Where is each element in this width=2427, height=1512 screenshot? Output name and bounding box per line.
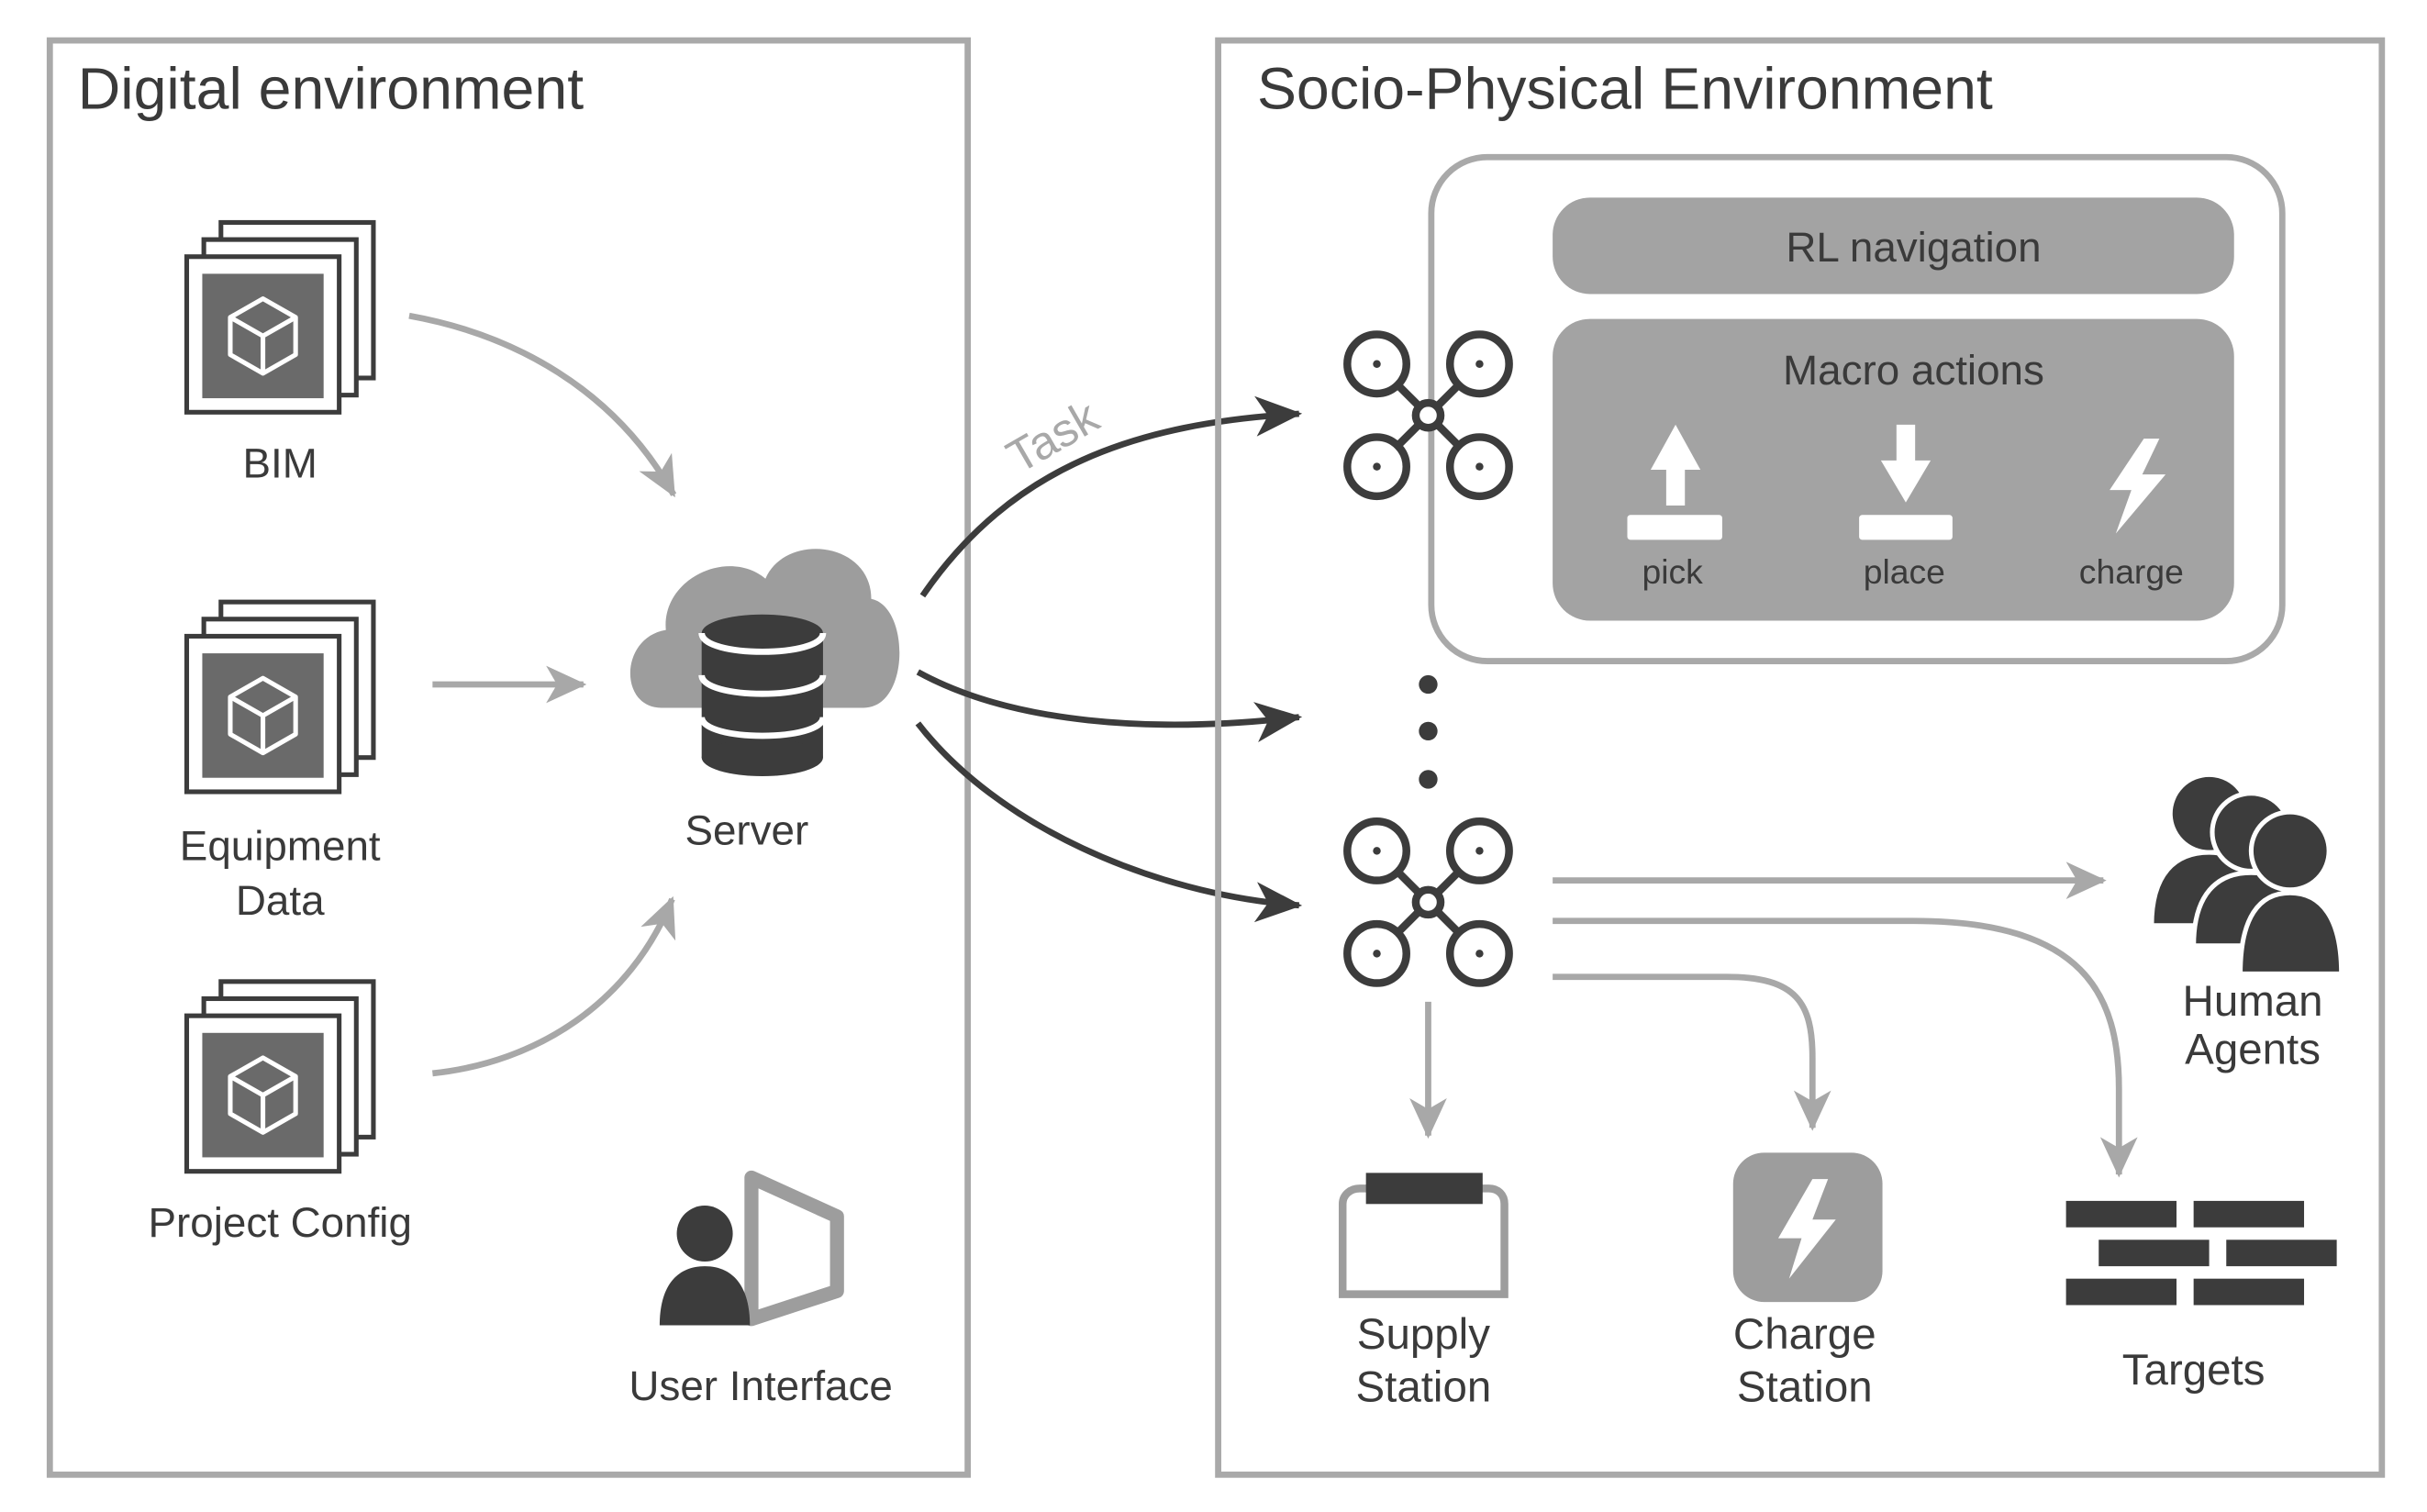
project-config-stack-icon (186, 982, 373, 1172)
drone-to-charge-station-arrow (1553, 973, 1831, 1131)
digital-environment-title: Digital environment (78, 56, 584, 122)
bim-stack-icon (186, 222, 373, 412)
bim-to-server-arrow (408, 312, 677, 498)
config-to-server-arrow (432, 895, 676, 1077)
human-agents-label-line1: Human (2183, 977, 2323, 1026)
charge-station-label-line1: Charge (1733, 1310, 1876, 1359)
place-label: place (1864, 552, 1945, 591)
pick-label: pick (1642, 552, 1704, 591)
targets-label: Targets (2122, 1346, 2266, 1395)
charge-label: charge (2079, 552, 2184, 591)
socio-physical-environment-frame (1215, 37, 2386, 1478)
task-arrow-top (919, 395, 1303, 598)
pick-icon (1627, 424, 1722, 540)
user-interface-label: User Interface (629, 1362, 892, 1409)
drone-to-targets-arrow (1553, 917, 2138, 1178)
macro-actions-title: Macro actions (1783, 347, 2044, 394)
charge-station-label-line2: Station (1737, 1363, 1873, 1412)
user-interface-icon (659, 1170, 844, 1327)
server-label: Server (685, 807, 808, 854)
project-config-label: Project Config (148, 1199, 411, 1246)
task-arrow-bottom (915, 721, 1303, 923)
rl-navigation-label: RL navigation (1786, 224, 2041, 271)
supply-station-label-line1: Supply (1357, 1310, 1490, 1359)
task-label: Task (998, 390, 1108, 484)
place-icon (1859, 424, 1953, 540)
equipment-data-label-line1: Equipment (180, 823, 381, 870)
equipment-data-label-line2: Data (236, 877, 325, 924)
equipment-data-stack-icon (186, 602, 373, 792)
cloud-database-icon (629, 549, 900, 777)
human-agents-icon (2149, 772, 2344, 976)
task-arrow-middle (916, 669, 1303, 742)
digital-environment-frame (46, 37, 972, 1478)
supply-station-icon (1338, 1173, 1509, 1298)
brick-wall-icon (2065, 1200, 2337, 1306)
drone-icon-bottom (1347, 821, 1509, 983)
supply-station-label-line2: Station (1355, 1363, 1491, 1412)
charge-station-icon (1732, 1152, 1883, 1303)
rl-navigation-bar (1553, 197, 2234, 295)
socio-physical-environment-title: Socio-Physical Environment (1257, 56, 1993, 122)
bim-label: BIM (243, 440, 317, 487)
ellipsis-dots (1419, 674, 1438, 789)
lightning-bolt-icon (2110, 439, 2166, 534)
human-agents-label-line2: Agents (2185, 1026, 2321, 1074)
